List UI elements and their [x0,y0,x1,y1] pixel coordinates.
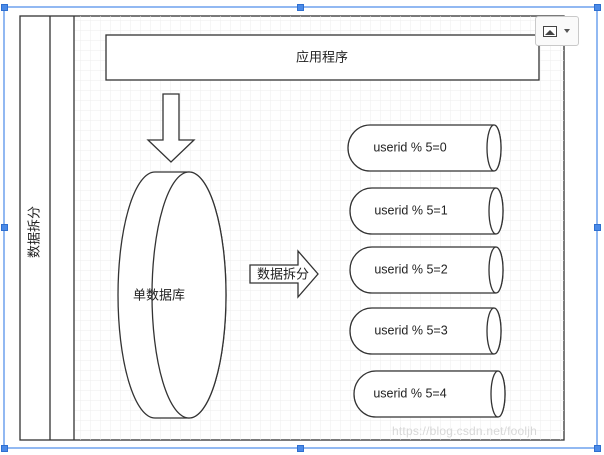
shard-cylinder-4[interactable]: userid % 5=4 [353,370,506,418]
down-arrow[interactable] [146,93,196,163]
app-box[interactable]: 应用程序 [105,34,540,81]
side-label: 数据拆分 [26,206,41,258]
shard-cylinder-0[interactable]: userid % 5=0 [347,124,502,172]
resize-handle-br[interactable] [594,445,601,452]
shard-cylinder-2[interactable]: userid % 5=2 [349,246,504,294]
resize-handle-tm[interactable] [297,4,304,11]
image-options-button[interactable] [535,16,579,46]
shard-cylinder-1[interactable]: userid % 5=1 [349,187,504,235]
shard-label-2: userid % 5=2 [374,262,447,276]
shard-label-1: userid % 5=1 [374,203,447,217]
watermark: https://blog.csdn.net/fooljh [392,424,538,438]
shard-label-3: userid % 5=3 [374,323,447,337]
split-arrow[interactable]: 数据拆分 [249,249,319,299]
resize-handle-tl[interactable] [1,4,8,11]
db-label: 单数据库 [133,287,185,302]
app-label: 应用程序 [296,49,348,64]
shard-label-4: userid % 5=4 [373,386,446,400]
resize-handle-mr[interactable] [594,224,601,231]
chevron-down-icon [564,29,570,33]
resize-handle-bl[interactable] [1,445,8,452]
image-icon [543,25,557,37]
resize-handle-bm[interactable] [297,445,304,452]
shard-label-0: userid % 5=0 [373,140,446,154]
resize-handle-ml[interactable] [1,224,8,231]
single-database[interactable]: 单数据库 [117,171,227,419]
resize-handle-tr[interactable] [594,4,601,11]
split-arrow-label: 数据拆分 [257,266,309,281]
shard-cylinder-3[interactable]: userid % 5=3 [349,307,502,355]
